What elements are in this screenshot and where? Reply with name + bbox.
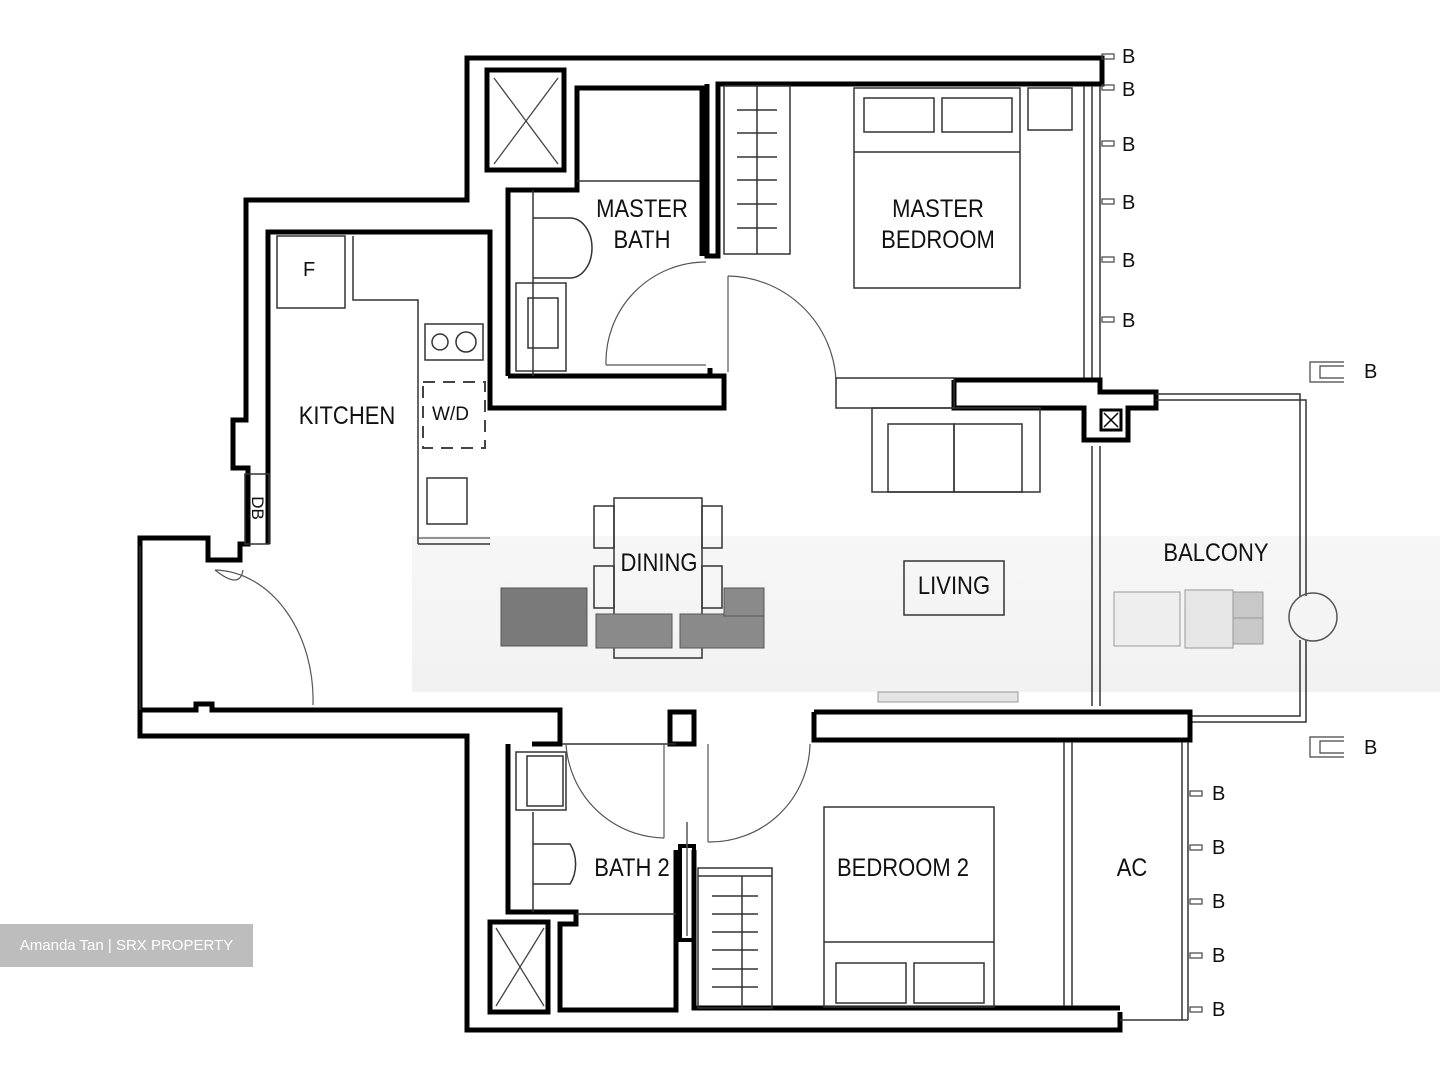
bay-marker: B [1122, 310, 1136, 332]
room-label-bedroom-2: BEDROOM 2 [837, 854, 970, 882]
bedroom2-bed [823, 806, 995, 1008]
room-label-bath-2: BATH 2 [594, 854, 670, 882]
room-label-master-bath: MASTER BATH [589, 194, 695, 256]
wall-bedroom2-top [811, 709, 1193, 743]
room-label-master-bedroom: MASTER BEDROOM [876, 194, 999, 256]
bay-marker: B [1122, 79, 1136, 101]
wall-upper-left-outline [137, 55, 1105, 563]
washer-dryer-label: W/D [432, 404, 469, 425]
bay-marker: B [1364, 737, 1378, 759]
bay-marker: B [1212, 945, 1226, 967]
distribution-board-label: DB [247, 496, 267, 520]
sink-box [426, 477, 468, 525]
master-bed [853, 87, 1021, 289]
entry-door-swing [214, 569, 314, 706]
sofa [871, 407, 1041, 493]
room-label-ac: AC [1116, 854, 1148, 882]
room-label-line: BATH [613, 226, 671, 254]
wall-bedroom2-bottom [691, 850, 1120, 1011]
dark-rug-1 [500, 587, 588, 647]
balcony-planter [1288, 592, 1338, 642]
living-label-box [903, 560, 1005, 616]
service-shaft-small [1099, 408, 1123, 432]
bay-marker: B [1122, 192, 1136, 214]
fridge-box [276, 235, 346, 309]
room-label-kitchen: KITCHEN [298, 402, 396, 430]
master-bedroom-door-swing [727, 275, 837, 381]
balcony-lounger [1113, 591, 1181, 647]
watermark-badge: Amanda Tan | SRX PROPERTY [0, 924, 253, 967]
room-label-dining: DINING [620, 549, 698, 577]
fridge-label: F [303, 259, 316, 281]
column-small [667, 709, 697, 747]
room-label-line: MASTER [596, 195, 688, 223]
bay-marker-tabs [1101, 53, 1344, 1013]
washer-dryer-box [422, 381, 486, 449]
shaft-bath2 [487, 919, 551, 1015]
room-label-line: BEDROOM [881, 226, 995, 254]
room-label-line: MASTER [892, 195, 984, 223]
bedroom2-wardrobe [697, 867, 773, 1009]
bay-marker: B [1212, 837, 1226, 859]
bay-marker: B [1122, 46, 1136, 68]
wall-corridor-bottom [140, 701, 563, 747]
master-bath-door-swing [605, 261, 707, 366]
wall-bath2 [505, 744, 679, 1013]
room-label-balcony: BALCONY [1163, 539, 1269, 567]
dark-rug-3 [679, 613, 765, 649]
room-label-living: LIVING [917, 572, 991, 600]
bay-marker: B [1364, 361, 1378, 383]
bay-marker: B [1212, 999, 1226, 1021]
bay-marker: B [1122, 250, 1136, 272]
bay-marker: B [1212, 783, 1226, 805]
wall-balcony-junction [951, 377, 1159, 443]
bay-marker: B [1212, 891, 1226, 913]
shaft-master [484, 67, 567, 173]
bath2-door-swing [565, 743, 665, 839]
wall-kitchen-inner [265, 229, 727, 544]
bedroom2-door-swing [707, 743, 811, 843]
bay-marker: B [1122, 134, 1136, 156]
dark-rug-2 [595, 613, 673, 649]
cooktop [424, 323, 484, 361]
wall-master-bath [505, 85, 705, 376]
